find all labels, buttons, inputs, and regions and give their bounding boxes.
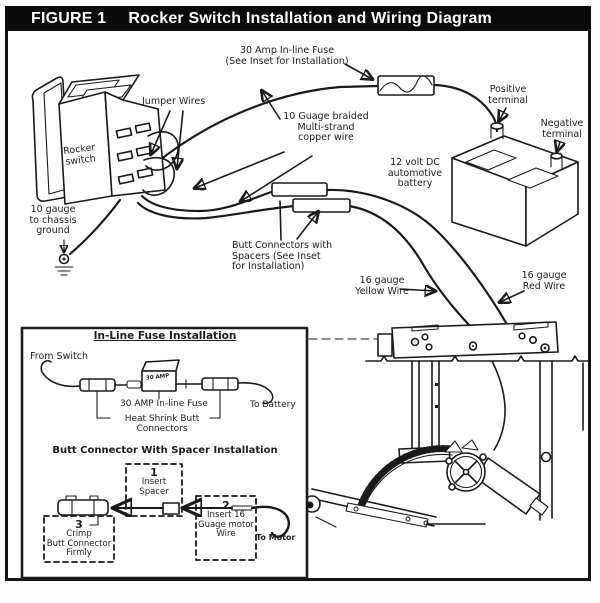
negative-terminal-label: Negative terminal — [540, 118, 584, 140]
inset-inline-fuse-label: 30 AMP In-line Fuse — [120, 399, 208, 409]
inset-spacer-title: Butt Connector With Spacer Installation — [52, 445, 278, 456]
positive-terminal-label: Positive terminal — [488, 84, 528, 106]
red-wire-label: 16 gauge Red Wire — [521, 270, 567, 292]
inset-fuse-title: In-Line Fuse Installation — [93, 330, 237, 342]
battery-label: 12 volt DC automotive battery — [387, 157, 443, 190]
step3-box: 3 Crimp Butt Connector Firmly — [45, 519, 113, 559]
jumper-wires-label: Jumper Wires — [142, 96, 206, 107]
from-switch-label: From Switch — [30, 351, 88, 362]
step3-number: 3 — [75, 518, 83, 531]
figure-title: Rocker Switch Installation and Wiring Di… — [128, 9, 492, 27]
butt-connectors-label: Butt Connectors with Spacers (See Inset … — [232, 240, 333, 273]
step2-box: 2 Insert 16 Guage motor Wire — [197, 500, 255, 540]
step1-number: 1 — [150, 466, 158, 479]
chassis-ground-label: 10 gauge to chassis ground — [29, 204, 77, 237]
step1-text: Insert Spacer — [139, 477, 169, 497]
yellow-wire-label: 16 gauge Yellow Wire — [355, 275, 409, 297]
step2-text: Insert 16 Guage motor Wire — [197, 510, 255, 540]
heat-shrink-label: Heat Shrink Butt Connectors — [124, 414, 200, 435]
figure-title-bar: FIGURE 1 Rocker Switch Installation and … — [5, 6, 591, 31]
to-battery-label: To Battery — [250, 400, 296, 410]
figure-number: FIGURE 1 — [31, 9, 107, 27]
to-motor-label: To Motor — [256, 533, 296, 542]
braided-wire-label: 10 Guage braided Multi-strand copper wir… — [283, 111, 369, 144]
step2-number: 2 — [222, 499, 230, 512]
inline-fuse-label: 30 Amp In-line Fuse (See Inset for Insta… — [225, 45, 349, 67]
step1-box: 1 Insert Spacer — [127, 467, 181, 497]
step3-text: Crimp Butt Connector Firmly — [46, 529, 112, 559]
